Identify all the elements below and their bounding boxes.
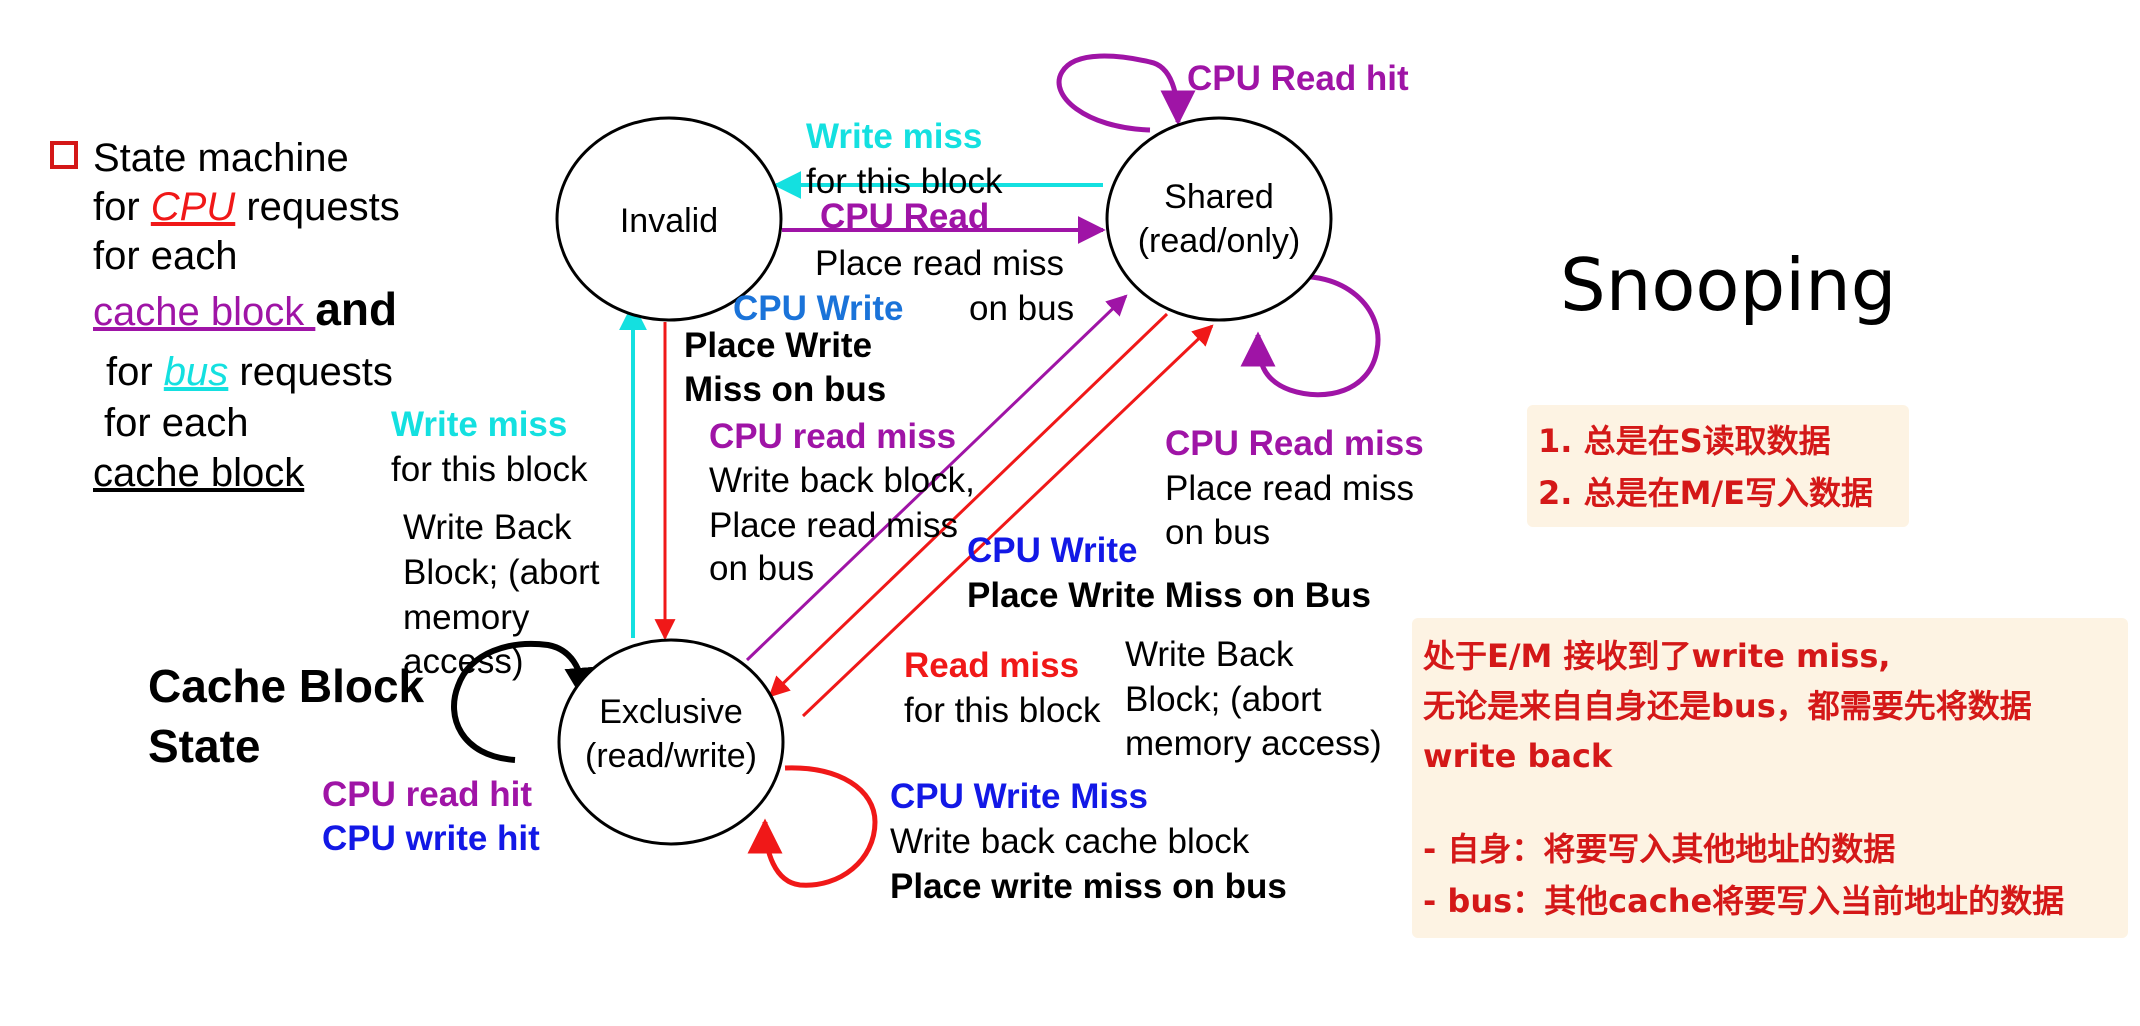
svg-text:Shared: Shared bbox=[1164, 178, 1274, 216]
legend: State machine for CPU requests for each … bbox=[50, 136, 400, 495]
label-cpu-read-miss-es-1: Write back block, bbox=[709, 461, 975, 500]
label-read-miss-bus-body: for this block bbox=[904, 691, 1101, 730]
note-large-line-6: - bus：其他cache将要写入当前地址的数据 bbox=[1423, 882, 2064, 920]
label-read-miss-bus-wb-2: Block; (abort bbox=[1125, 680, 1322, 719]
cache-block-link: cache block bbox=[93, 290, 315, 334]
legend-line-2: for CPU requests bbox=[93, 185, 400, 229]
state-exclusive: Exclusive (read/write) bbox=[557, 638, 785, 846]
loop-shared-read-hit bbox=[1056, 53, 1196, 133]
label-cpu-write-se-line1: Place Write Miss on Bus bbox=[967, 576, 1371, 615]
loop-exclusive-write-miss bbox=[747, 765, 878, 888]
note-small-line-2: 2. 总是在M/E写入数据 bbox=[1538, 474, 1873, 512]
note-large-line-2: 无论是来自自身还是bus，都需要先将数据 bbox=[1423, 687, 2032, 725]
label-write-miss-top-body: for this block bbox=[806, 162, 1003, 201]
label-write-miss-left-wb-4: access) bbox=[403, 642, 524, 681]
note-small: 1. 总是在S读取数据 2. 总是在M/E写入数据 bbox=[1527, 405, 1909, 527]
cache-block-state-line-2: State bbox=[148, 720, 260, 772]
label-cpu-read-hit: CPU Read hit bbox=[1187, 59, 1409, 98]
arrow-exclusive-to-shared-bus-read-miss bbox=[801, 324, 1214, 718]
loop-shared-read-miss bbox=[1240, 274, 1381, 398]
svg-text:Invalid: Invalid bbox=[620, 202, 718, 240]
arrow-shared-to-exclusive-write bbox=[768, 312, 1169, 698]
label-write-miss-top-title: Write miss bbox=[806, 117, 982, 156]
label-cpu-read-title: CPU Read bbox=[820, 197, 989, 236]
label-cpu-read-line2: on bus bbox=[969, 289, 1074, 328]
legend-line-6: for each bbox=[104, 401, 249, 445]
legend-line-7: cache block bbox=[93, 451, 305, 495]
label-cpu-write-hit-excl: CPU write hit bbox=[322, 819, 540, 858]
label-cpu-write-miss-line1: Write back cache block bbox=[890, 822, 1250, 861]
arrow-exclusive-to-shared-read-miss bbox=[745, 294, 1128, 662]
svg-text:Exclusive: Exclusive bbox=[599, 693, 743, 731]
legend-line-5: for bus requests bbox=[106, 350, 393, 394]
legend-line-1: State machine bbox=[93, 136, 349, 180]
label-cpu-read-miss-es-3: on bus bbox=[709, 549, 814, 588]
label-cpu-write-miss-line2: Place write miss on bus bbox=[890, 867, 1287, 906]
label-cpu-write-se-title: CPU Write bbox=[967, 531, 1138, 570]
label-cpu-write-ie-line2: Miss on bus bbox=[684, 370, 886, 409]
label-write-miss-left-wb-1: Write Back bbox=[403, 508, 572, 547]
bus-link: bus bbox=[164, 350, 229, 394]
label-cpu-read-hit-excl: CPU read hit bbox=[322, 775, 532, 814]
label-cpu-read-miss-shared-1: Place read miss bbox=[1165, 469, 1414, 508]
checkbox-bullet-icon bbox=[50, 141, 78, 169]
label-cpu-write-ie-line1: Place Write bbox=[684, 326, 872, 365]
label-read-miss-bus-wb-1: Write Back bbox=[1125, 635, 1294, 674]
note-large-line-5: - 自身：将要写入其他地址的数据 bbox=[1423, 830, 1895, 868]
label-write-miss-left-wb-2: Block; (abort bbox=[403, 553, 600, 592]
label-cpu-write-miss-title: CPU Write Miss bbox=[890, 777, 1148, 816]
snooping-title: Snooping bbox=[1560, 243, 1896, 327]
loop-shared-top bbox=[1000, 55, 1094, 108]
cache-block-state-line-1: Cache Block bbox=[148, 660, 425, 712]
legend-line-4: cache block and bbox=[93, 283, 397, 335]
note-large-line-3: write back bbox=[1423, 737, 1613, 775]
label-write-miss-left-title: Write miss bbox=[391, 405, 567, 444]
label-cpu-read-miss-es-2: Place read miss bbox=[709, 506, 958, 545]
note-small-line-1: 1. 总是在S读取数据 bbox=[1538, 422, 1831, 460]
label-cpu-read-miss-shared-title: CPU Read miss bbox=[1165, 424, 1424, 463]
state-shared: Shared (read/only) bbox=[1105, 116, 1333, 322]
svg-text:(read/only): (read/only) bbox=[1138, 222, 1301, 260]
label-read-miss-bus-title: Read miss bbox=[904, 646, 1079, 685]
legend-line-3: for each bbox=[93, 234, 238, 278]
label-cpu-read-miss-es-title: CPU read miss bbox=[709, 417, 956, 456]
loop-exclusive-hits bbox=[451, 640, 601, 763]
cpu-link: CPU bbox=[151, 185, 237, 229]
label-cpu-write-ie-title: CPU Write bbox=[733, 289, 904, 328]
state-invalid: Invalid bbox=[555, 116, 783, 322]
label-cpu-read-line1: Place read miss bbox=[815, 244, 1064, 283]
note-large-line-1: 处于E/M 接收到了write miss, bbox=[1422, 637, 1891, 675]
svg-text:(read/write): (read/write) bbox=[585, 737, 757, 775]
label-write-miss-left-body: for this block bbox=[391, 450, 588, 489]
label-write-miss-left-wb-3: memory bbox=[403, 598, 530, 637]
label-read-miss-bus-wb-3: memory access) bbox=[1125, 724, 1382, 763]
label-cpu-read-miss-shared-2: on bus bbox=[1165, 513, 1270, 552]
note-large: 处于E/M 接收到了write miss, 无论是来自自身还是bus，都需要先将… bbox=[1412, 618, 2128, 938]
